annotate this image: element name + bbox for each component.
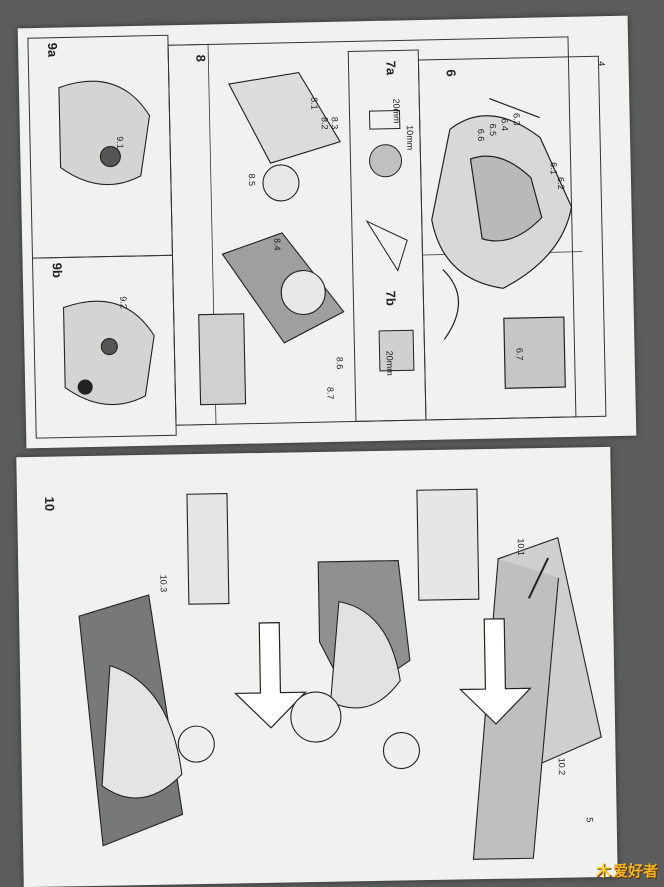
callout: 10.2 bbox=[556, 757, 567, 776]
callout: 9.2 bbox=[118, 296, 129, 309]
page-5-illustrations bbox=[78, 488, 602, 860]
callout: 6.5 bbox=[487, 123, 499, 137]
callout: 9.1 bbox=[114, 136, 126, 149]
figure-label-7a: 7a bbox=[383, 60, 399, 76]
callout: 6.3 bbox=[511, 112, 522, 126]
callout: 8.1 bbox=[309, 97, 320, 110]
page-number: 5 bbox=[584, 817, 595, 823]
figure-label-7b: 7b bbox=[383, 290, 399, 307]
panel-frame-9b bbox=[31, 254, 177, 439]
blade-change-sketch bbox=[58, 80, 155, 406]
workpiece-clamp-sketch bbox=[198, 71, 345, 406]
callout: 8.6 bbox=[334, 356, 345, 370]
figure-label-8: 8 bbox=[193, 54, 209, 62]
manual-page-4: 4 6 7a 7b 8 9a 9b 6.1 6.2 6.3 6.4 6.5 6.… bbox=[17, 15, 637, 449]
callout: 8.2 bbox=[319, 116, 330, 130]
figure-label-9b: 9b bbox=[49, 262, 65, 278]
biscuit-joiner-sketch bbox=[431, 98, 573, 389]
dimension-label: 20mm bbox=[384, 350, 396, 376]
callout: 6.6 bbox=[475, 128, 487, 142]
watermark: 木爱好者 bbox=[596, 860, 658, 881]
dimension-label: 10mm bbox=[404, 125, 416, 151]
callout: 6.2 bbox=[555, 176, 567, 190]
manual-page-5: 5 10 10.1 10.2 10.3 bbox=[16, 446, 618, 887]
depth-stop-sketch bbox=[365, 109, 415, 372]
watermark-text: 爱好者 bbox=[612, 862, 658, 880]
callout: 6.1 bbox=[548, 162, 559, 175]
callout: 10.1 bbox=[515, 538, 527, 557]
dimension-label: 20mm bbox=[391, 98, 402, 124]
page-number: 4 bbox=[596, 61, 607, 67]
panel-frame-6 bbox=[417, 55, 607, 421]
callout: 8.3 bbox=[329, 116, 340, 130]
figure-label-10: 10 bbox=[41, 496, 58, 512]
arrow-left-icon bbox=[233, 618, 532, 729]
biscuit-joiner-at-work-sketch bbox=[78, 492, 421, 847]
callout: 8.7 bbox=[325, 386, 336, 400]
figure-label-6: 6 bbox=[443, 69, 459, 77]
workpiece-marking-sketch bbox=[416, 488, 602, 860]
callout: 8.4 bbox=[272, 237, 283, 251]
page-4-illustrations bbox=[27, 34, 607, 439]
figure-label-9a: 9a bbox=[44, 42, 61, 58]
callout: 6.4 bbox=[499, 118, 510, 131]
callout: 6.7 bbox=[514, 347, 525, 361]
callout: 10.3 bbox=[158, 574, 169, 593]
watermark-logo-icon: 木 bbox=[595, 862, 611, 880]
callout: 8.5 bbox=[246, 173, 258, 187]
